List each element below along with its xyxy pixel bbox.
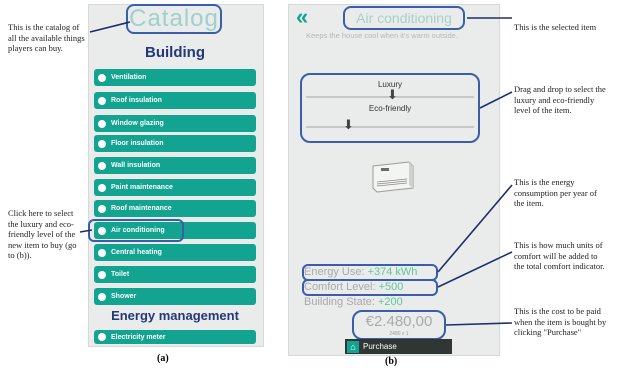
home-icon: ⌂: [347, 340, 359, 353]
building-state-label: Building State:: [304, 296, 378, 308]
energy-use-value: +374 kWh: [367, 266, 418, 278]
air-conditioner-image: [369, 158, 417, 196]
catalog-item-toilet[interactable]: Toilet: [94, 266, 256, 283]
radio-icon: [98, 292, 106, 301]
radio-icon: [98, 96, 106, 105]
catalog-title: Catalog: [129, 5, 219, 32]
catalog-item-floor-insulation[interactable]: Floor insulation: [94, 135, 256, 152]
catalog-item-label: Ventilation: [111, 74, 147, 81]
radio-icon: [98, 204, 106, 213]
detail-title: Air conditioning: [356, 10, 452, 26]
back-double-chevron-icon[interactable]: «: [296, 4, 309, 29]
section-building-title: Building: [145, 44, 205, 61]
catalog-item-window-glazing[interactable]: Window glazing: [94, 115, 256, 132]
radio-icon: [98, 183, 106, 192]
catalog-title-highlight: [126, 4, 222, 34]
detail-description: Keeps the house cool when it's warm outs…: [306, 31, 458, 40]
eco-slider-track[interactable]: [306, 126, 474, 128]
catalog-item-label: Roof maintenance: [111, 205, 172, 212]
catalog-item-label: Shower: [111, 293, 137, 300]
comfort-level-value: +500: [378, 281, 404, 293]
section-energy-management-title: Energy management: [111, 308, 239, 323]
radio-icon: [98, 226, 106, 235]
annotation-cost: This is the cost to be paid when the ite…: [514, 306, 607, 337]
building-state-stat: Building State: +200: [304, 296, 403, 308]
eco-friendly-label: Eco-friendly: [368, 104, 412, 113]
catalog-item-label: Wall insulation: [111, 162, 161, 169]
annotation-click: Click here to select the luxury and eco-…: [8, 208, 77, 260]
catalog-item-label: Paint maintenance: [111, 184, 173, 191]
catalog-item-air-conditioning[interactable]: Air conditioning: [94, 222, 256, 239]
catalog-item-label: Floor insulation: [111, 140, 164, 147]
annotation-drag: Drag and drop to select the luxury and e…: [514, 84, 606, 115]
luxury-label: Luxury: [377, 80, 402, 89]
catalog-item-roof-insulation[interactable]: Roof insulation: [94, 92, 256, 109]
building-state-value: +200: [378, 296, 403, 308]
catalog-item-label: Roof insulation: [111, 97, 162, 104]
caption-a: (a): [157, 353, 169, 364]
radio-icon: [98, 270, 106, 279]
luxury-slider-handle-arrow-icon[interactable]: ⬇: [387, 87, 398, 102]
eco-slider-handle-arrow-icon[interactable]: ⬇: [343, 117, 354, 132]
sliders-highlight: [300, 73, 480, 143]
annotation-catalog: This is the catalog of all the available…: [8, 22, 85, 53]
catalog-item-paint-maintenance[interactable]: Paint maintenance: [94, 179, 256, 196]
catalog-item-ventilation[interactable]: Ventilation: [94, 69, 256, 86]
catalog-item-label: Window glazing: [111, 120, 164, 127]
energy-use-stat: Energy Use: +374 kWh: [304, 266, 417, 278]
catalog-item-shower[interactable]: Shower: [94, 288, 256, 305]
annotation-energy: This is the energy consumption per year …: [514, 177, 597, 208]
catalog-item-wall-insulation[interactable]: Wall insulation: [94, 157, 256, 174]
luxury-slider-track[interactable]: [306, 96, 474, 98]
price-value: €2.480,00: [365, 313, 433, 330]
detail-title-highlight: [343, 6, 465, 30]
radio-icon: [98, 73, 106, 82]
purchase-label: Purchase: [363, 342, 397, 351]
energy-use-label: Energy Use:: [304, 266, 368, 278]
radio-icon: [98, 119, 106, 128]
catalog-item-electricity-meter[interactable]: Electricity meter: [94, 330, 256, 344]
radio-icon: [98, 333, 106, 341]
catalog-item-roof-maintenance[interactable]: Roof maintenance: [94, 200, 256, 217]
catalog-item-label: Central heating: [111, 249, 162, 256]
radio-icon: [98, 161, 106, 170]
comfort-level-label: Comfort Level:: [304, 281, 379, 293]
annotation-comfort: This is how much units of comfort will b…: [514, 240, 605, 271]
catalog-item-label: Air conditioning: [111, 227, 165, 234]
catalog-item-label: Electricity meter: [111, 333, 166, 341]
catalog-item-central-heating[interactable]: Central heating: [94, 244, 256, 261]
radio-icon: [98, 139, 106, 148]
catalog-item-label: Toilet: [111, 271, 130, 278]
comfort-highlight: [302, 279, 438, 296]
caption-b: (b): [385, 356, 398, 367]
radio-icon: [98, 248, 106, 257]
purchase-button[interactable]: ⌂ Purchase: [345, 339, 452, 354]
comfort-level-stat: Comfort Level: +500: [304, 281, 403, 293]
price-quantity: 2480 x 1: [389, 331, 409, 337]
annotation-selected: This is the selected item: [514, 22, 597, 32]
